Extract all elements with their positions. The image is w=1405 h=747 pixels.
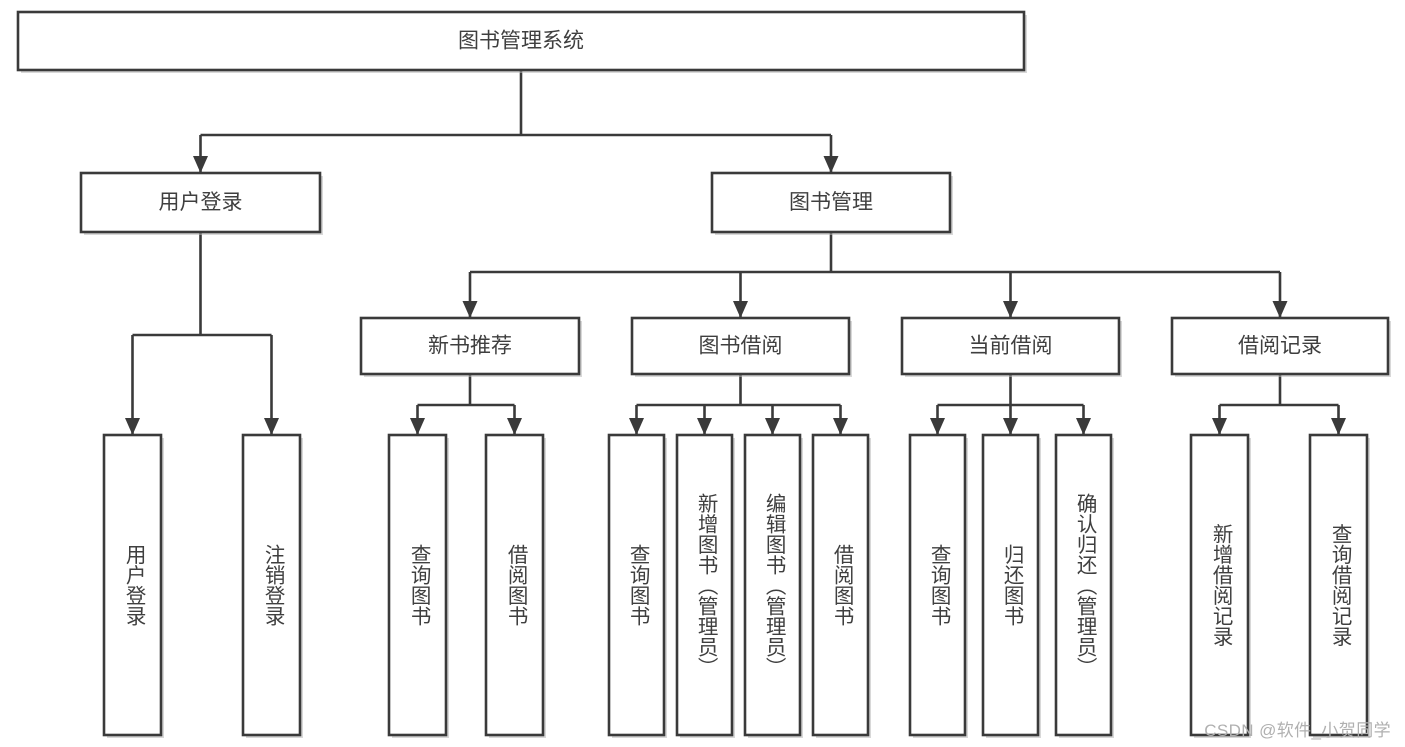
leaf-node-1-2-0[interactable]: 查询图书 xyxy=(908,433,968,738)
leaf-node-1-2-2[interactable]: 确认归还（管理员） xyxy=(1054,433,1114,738)
box-outline xyxy=(743,433,802,737)
node-label: 归还图书 xyxy=(1000,544,1024,626)
arrow-head-icon xyxy=(125,418,140,435)
box-outline xyxy=(241,433,302,737)
box-outline xyxy=(675,433,734,737)
arrow-head-icon xyxy=(410,418,425,435)
connector-layer xyxy=(125,70,1346,435)
box-outline xyxy=(102,433,163,737)
level2-node-1[interactable]: 图书管理 xyxy=(710,171,953,235)
leaf-node-1-2-1[interactable]: 归还图书 xyxy=(981,433,1041,738)
box-outline xyxy=(630,316,851,376)
box-outline xyxy=(1308,433,1369,737)
level3-node-1-2[interactable]: 当前借阅 xyxy=(900,316,1122,377)
arrow-head-icon xyxy=(823,156,839,173)
arrow-head-icon xyxy=(697,418,712,435)
arrow-head-icon xyxy=(193,156,208,173)
box-outline xyxy=(484,433,545,737)
arrow-head-icon xyxy=(462,301,478,318)
arrow-head-icon xyxy=(1003,418,1018,435)
arrow-head-icon xyxy=(507,418,522,435)
leaf-node-1-1-2[interactable]: 编辑图书（管理员） xyxy=(743,433,803,738)
node-label: 查询借阅记录 xyxy=(1328,524,1352,647)
box-outline xyxy=(1054,433,1113,737)
node-label: 确认归还（管理员） xyxy=(1073,493,1097,678)
node-label: 当前借阅 xyxy=(969,335,1053,358)
node-label: 编辑图书（管理员） xyxy=(762,493,786,678)
box-outline xyxy=(16,10,1026,72)
arrow-head-icon xyxy=(1003,301,1018,318)
box-outline xyxy=(1170,316,1390,376)
node-label: 新增借阅记录 xyxy=(1209,524,1233,647)
node-label: 借阅图书 xyxy=(504,544,528,626)
arrow-head-icon xyxy=(765,418,780,435)
box-outline xyxy=(607,433,666,737)
node-label: 新书推荐 xyxy=(428,335,512,358)
arrow-head-icon xyxy=(1212,418,1227,435)
leaf-node-1-3-1[interactable]: 查询借阅记录 xyxy=(1308,433,1370,738)
box-outline xyxy=(79,171,322,234)
node-label: 图书管理 xyxy=(789,191,873,214)
level3-node-1-0[interactable]: 新书推荐 xyxy=(359,316,582,377)
node-layer: 图书管理系统用户登录用户登录注销登录图书管理新书推荐查询图书借阅图书图书借阅查询… xyxy=(16,10,1391,738)
arrow-head-icon xyxy=(264,418,279,435)
leaf-node-1-1-1[interactable]: 新增图书（管理员） xyxy=(675,433,735,738)
leaf-node-1-3-0[interactable]: 新增借阅记录 xyxy=(1189,433,1251,738)
box-outline xyxy=(908,433,967,737)
level3-node-1-3[interactable]: 借阅记录 xyxy=(1170,316,1391,377)
leaf-node-0-0[interactable]: 用户登录 xyxy=(102,433,164,738)
root-node-node-e59bbee4b9a6e7aea1e79086[interactable]: 图书管理系统 xyxy=(16,10,1027,73)
leaf-node-1-0-0[interactable]: 查询图书 xyxy=(387,433,449,738)
arrow-head-icon xyxy=(1272,301,1288,318)
arrow-head-icon xyxy=(930,418,945,435)
node-label: 查询图书 xyxy=(626,544,650,626)
node-label: 查询图书 xyxy=(407,544,431,626)
box-outline xyxy=(1189,433,1250,737)
node-label: 用户登录 xyxy=(159,191,243,214)
box-outline xyxy=(981,433,1040,737)
leaf-node-1-0-1[interactable]: 借阅图书 xyxy=(484,433,546,738)
node-label: 借阅记录 xyxy=(1238,335,1322,358)
node-label: 图书借阅 xyxy=(699,335,783,358)
node-label: 查询图书 xyxy=(927,544,951,626)
level2-node-0[interactable]: 用户登录 xyxy=(79,171,323,235)
node-label: 用户登录 xyxy=(122,544,146,626)
box-outline xyxy=(900,316,1121,376)
level3-node-1-1[interactable]: 图书借阅 xyxy=(630,316,852,377)
arrow-head-icon xyxy=(1076,418,1091,435)
arrow-head-icon xyxy=(833,418,848,435)
box-outline xyxy=(811,433,870,737)
node-label: 注销登录 xyxy=(261,544,285,626)
arrow-head-icon xyxy=(733,301,748,318)
node-label: 新增图书（管理员） xyxy=(694,493,718,678)
node-label: 借阅图书 xyxy=(830,544,854,626)
node-label: 图书管理系统 xyxy=(458,30,584,53)
arrow-head-icon xyxy=(629,418,644,435)
box-outline xyxy=(710,171,952,234)
leaf-node-0-1[interactable]: 注销登录 xyxy=(241,433,303,738)
leaf-node-1-1-3[interactable]: 借阅图书 xyxy=(811,433,871,738)
leaf-node-1-1-0[interactable]: 查询图书 xyxy=(607,433,667,738)
arrow-head-icon xyxy=(1331,418,1346,435)
box-outline xyxy=(359,316,581,376)
box-outline xyxy=(387,433,448,737)
